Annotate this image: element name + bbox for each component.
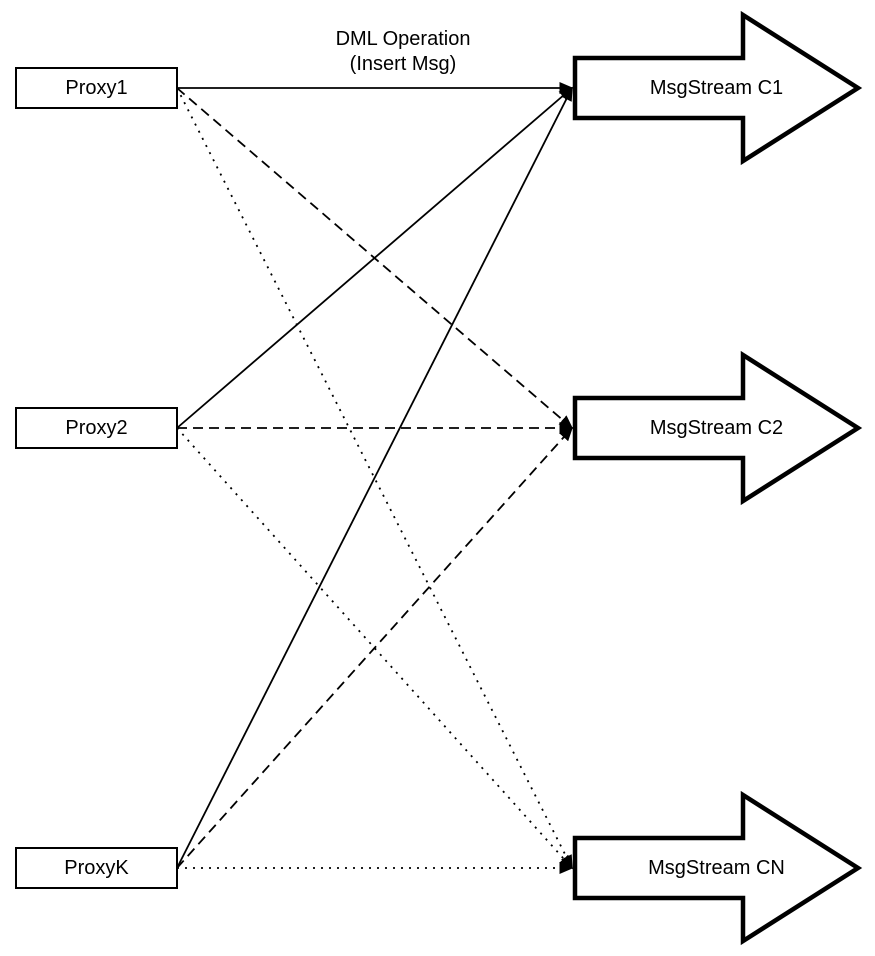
proxy-node-proxyK: ProxyK <box>15 847 178 889</box>
edge-proxy1-cn <box>176 87 573 870</box>
dml-operation-label-line1: DML Operation <box>336 28 471 50</box>
proxy-label: ProxyK <box>64 857 129 879</box>
proxy-node-proxy2: Proxy2 <box>15 407 178 449</box>
proxy-label: Proxy2 <box>65 417 127 439</box>
proxy-label: Proxy1 <box>65 77 127 99</box>
dml-operation-label-line2: (Insert Msg) <box>350 53 457 75</box>
stream-label: MsgStream C2 <box>650 417 783 439</box>
stream-label: MsgStream C1 <box>650 77 783 99</box>
stream-node-c2: MsgStream C2 <box>572 350 863 506</box>
proxy-node-proxy1: Proxy1 <box>15 67 178 109</box>
edge-proxyK-c1 <box>176 86 573 869</box>
proxy-box-shape <box>15 67 178 109</box>
block-arrow-shape <box>572 790 863 946</box>
block-arrow-shape <box>572 350 863 506</box>
stream-node-c1: MsgStream C1 <box>572 10 863 166</box>
stream-node-cn: MsgStream CN <box>572 790 863 946</box>
edge-proxy2-c1 <box>176 87 574 429</box>
edge-proxyK-c2 <box>176 426 574 869</box>
stream-label: MsgStream CN <box>648 857 785 879</box>
dml-operation-label: DML Operation (Insert Msg) <box>336 28 471 75</box>
block-arrow-shape <box>572 10 863 166</box>
